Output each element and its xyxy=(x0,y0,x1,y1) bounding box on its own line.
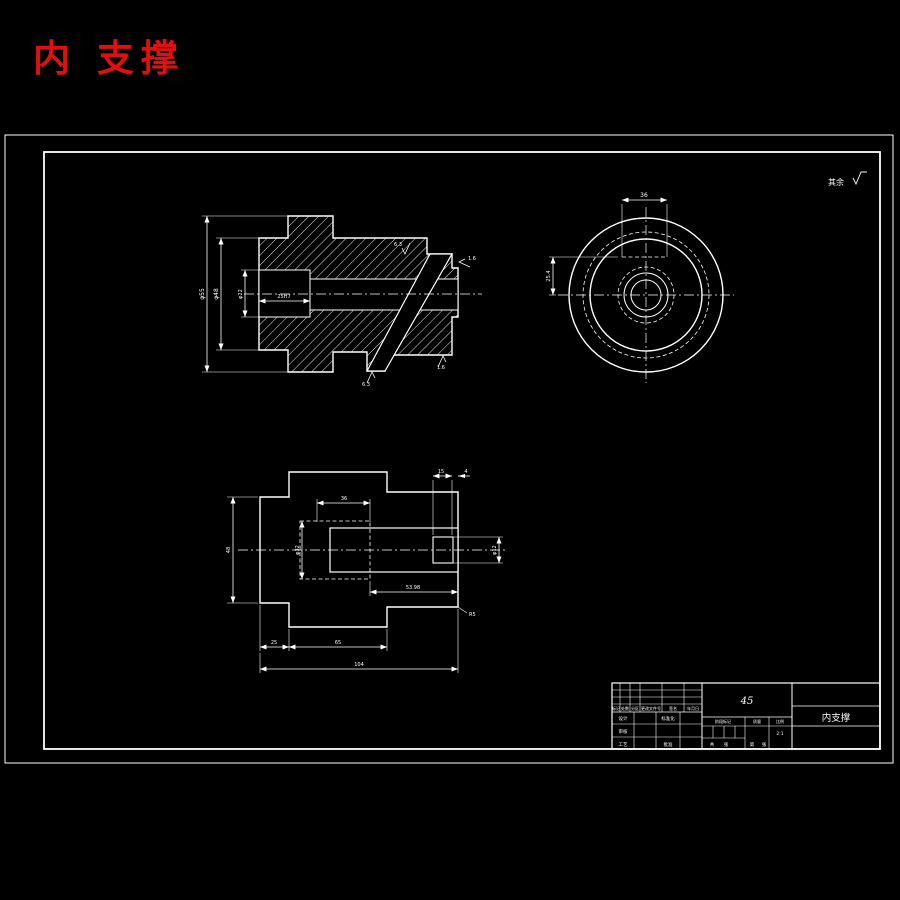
tb-label-sheet1: 张 xyxy=(724,741,729,748)
tb-label-zone: 分区 xyxy=(631,705,639,711)
material-value: 45 xyxy=(740,696,754,707)
tb-label-count: 处数 xyxy=(621,705,629,711)
tb-label-docno: 更改文件号 xyxy=(641,705,661,711)
counterbore xyxy=(258,269,311,318)
roughness-bottom-left-value: 6.3 xyxy=(362,382,370,388)
dim-slot-width: 36 xyxy=(341,496,347,502)
plan-view: 36 48 φ32 25 65 xyxy=(226,469,508,673)
part-name-area: 内支撑 xyxy=(792,705,880,727)
roughness-icon xyxy=(437,355,447,368)
dim-gap: 4 xyxy=(464,469,467,475)
tb-label-approve: 批准 xyxy=(664,741,673,748)
material-area: 45 阶段标记 质量 比例 2:1 共 张 第 张 xyxy=(702,696,792,749)
outer-border xyxy=(4,134,894,764)
dim-fillet: R5 xyxy=(469,612,476,618)
roughness-icon xyxy=(401,242,411,255)
scale-value: 2:1 xyxy=(776,731,783,737)
revision-table: 标记 处数 分区 更改文件号 签名 年月日 xyxy=(612,683,702,713)
roughness-top-value: 6.3 xyxy=(394,242,402,248)
roughness-bottom-right-value: 1.6 xyxy=(437,365,445,371)
dim-overall: 104 xyxy=(354,662,364,668)
dim-left: 25 xyxy=(271,640,277,646)
tb-label-total: 共 xyxy=(710,741,715,748)
end-view-dimensions: 36 25.4 xyxy=(546,192,667,296)
page-title: 内 支撑 xyxy=(33,36,185,80)
dim-step: 15 xyxy=(438,469,444,475)
tb-label-page: 第 xyxy=(750,741,755,748)
end-view: 36 25.4 xyxy=(546,192,734,383)
tb-label-date: 年月日 xyxy=(687,705,699,711)
tb-label-sheet2: 张 xyxy=(762,741,767,748)
drawing-frame xyxy=(4,134,894,764)
roughness-icon xyxy=(852,171,867,186)
dim-dia-hidden: φ32 xyxy=(295,545,301,555)
inner-border xyxy=(43,151,881,750)
tb-label-scale: 比例 xyxy=(776,718,784,724)
tb-label-check: 审核 xyxy=(619,728,628,735)
dim-dia-body: φ48 xyxy=(213,288,220,300)
title-block: 标记 处数 分区 更改文件号 签名 年月日 设计 标准化 审核 工艺 批准 xyxy=(611,682,881,750)
signature-area: 设计 标准化 审核 工艺 批准 xyxy=(612,712,702,749)
dim-dia-outer: φ55 xyxy=(199,288,206,300)
dim-height: 48 xyxy=(226,547,232,553)
plan-dimensions: 36 48 φ32 25 65 xyxy=(226,469,503,673)
tb-label-stage: 阶段标记 xyxy=(715,718,731,724)
dim-slot-len: 53.98 xyxy=(406,585,420,591)
front-section-view: φ55 φ48 φ22 25H7 6.3 xyxy=(199,215,482,388)
tb-label-design: 设计 xyxy=(619,715,628,722)
dim-dia-bore: φ22 xyxy=(238,289,244,299)
tb-label-mark: 标记 xyxy=(612,705,620,711)
center-bore xyxy=(309,278,459,311)
surface-note-text: 其余 xyxy=(828,177,844,187)
roughness-icon xyxy=(366,371,376,384)
part-name: 内支撑 xyxy=(822,712,851,724)
dim-mid: 65 xyxy=(335,640,341,646)
dim-dia-hole: φ12 xyxy=(492,545,498,555)
angled-hole xyxy=(365,253,454,372)
surface-finish-note: 其余 xyxy=(828,171,867,187)
roughness-right-value: 1.6 xyxy=(468,256,476,262)
front-roughness-marks: 6.3 1.6 1.6 6.3 xyxy=(362,242,476,388)
tb-label-weight: 质量 xyxy=(753,718,761,724)
tb-label-process: 工艺 xyxy=(619,742,628,748)
tb-label-sign: 签名 xyxy=(669,705,677,711)
dim-bore-fit: 25H7 xyxy=(277,294,290,300)
outer-circle xyxy=(568,217,724,373)
front-dimensions: φ55 φ48 φ22 25H7 xyxy=(199,215,310,373)
roughness-icon xyxy=(458,258,471,268)
tb-label-standard: 标准化 xyxy=(661,715,675,722)
dim-width: 36 xyxy=(640,192,648,199)
dim-offset: 25.4 xyxy=(546,270,552,281)
